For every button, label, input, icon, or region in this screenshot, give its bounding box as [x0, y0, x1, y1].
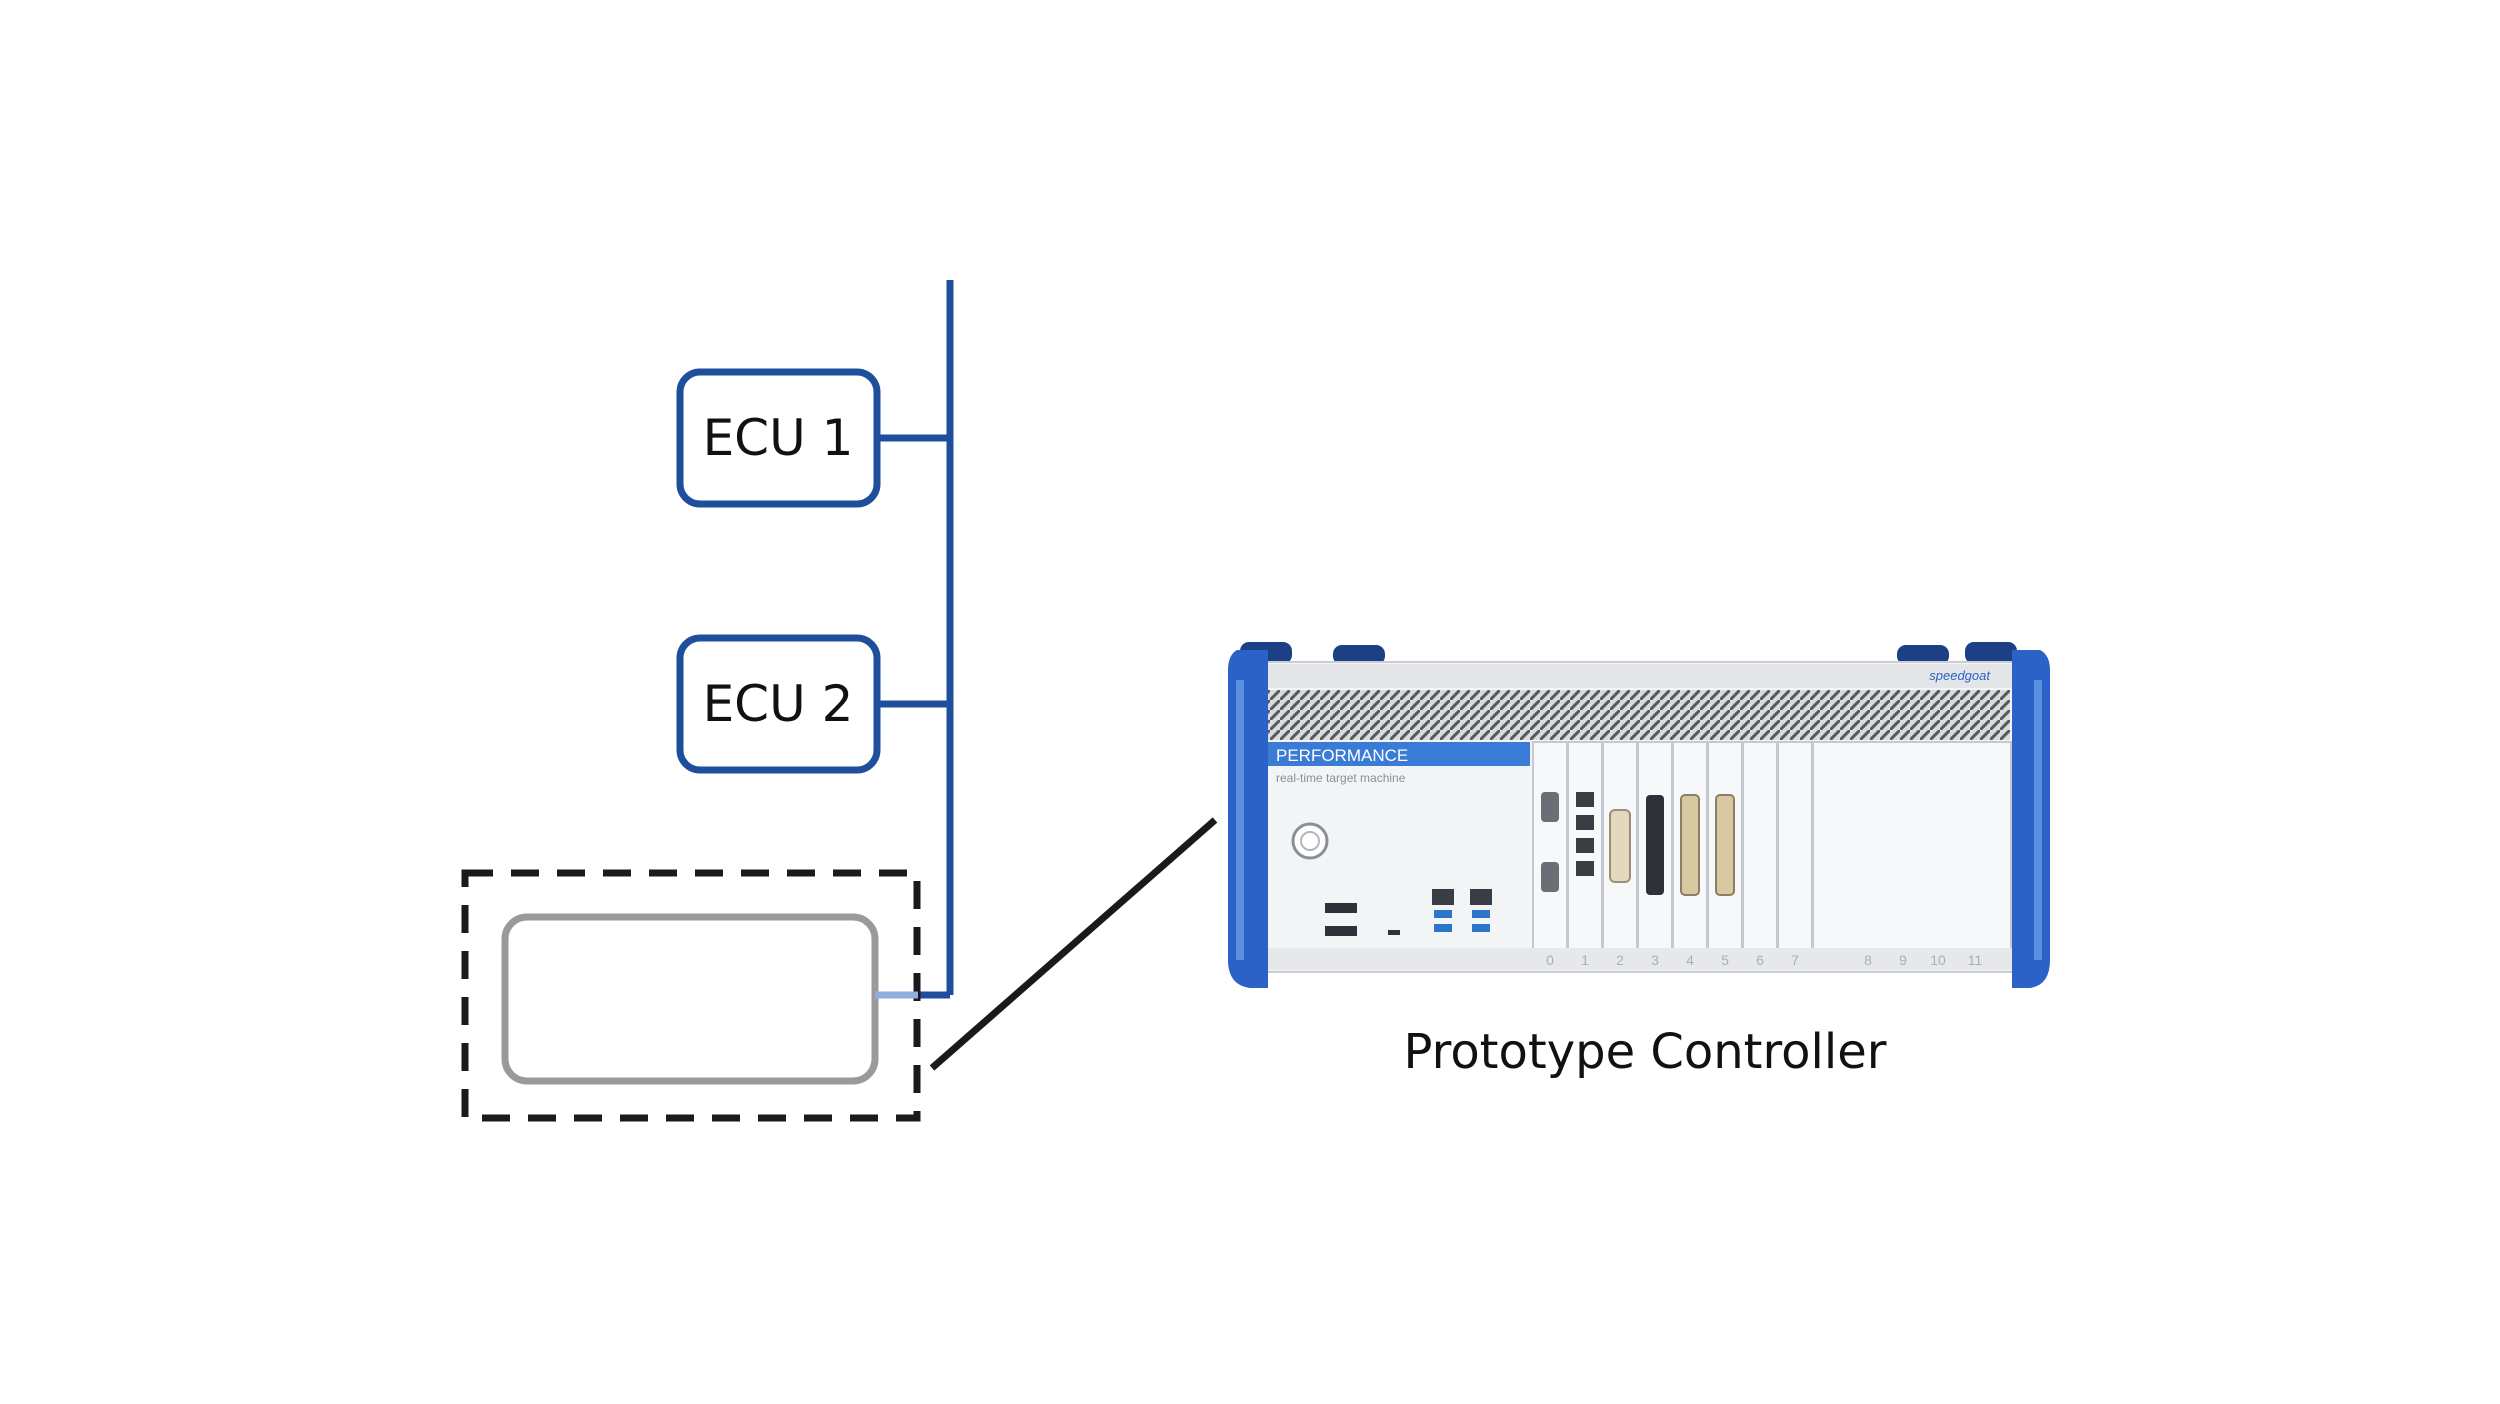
- performance-badge: [1268, 742, 1530, 766]
- usb-c-port: [1388, 930, 1400, 935]
- top-knob: [1965, 642, 2017, 664]
- rj45-connector: [1576, 815, 1594, 830]
- slot-numbers: 0 1 2 3 4 5 6 7 8 9 10 11: [1546, 952, 1982, 968]
- ethernet-port: [1470, 889, 1492, 905]
- svg-text:2: 2: [1616, 952, 1624, 968]
- hdmi-port: [1325, 926, 1357, 936]
- rj45-connector: [1576, 861, 1594, 876]
- ecu-1-label: ECU 1: [703, 409, 854, 467]
- device-caption: Prototype Controller: [1404, 1024, 1887, 1080]
- usb-port: [1434, 910, 1452, 918]
- io-slots: [1532, 741, 2012, 951]
- usb-port: [1472, 924, 1490, 932]
- placeholder-ecu-node[interactable]: [501, 913, 879, 1085]
- svg-text:4: 4: [1686, 952, 1694, 968]
- left-handle: [1228, 650, 1268, 988]
- svg-text:9: 9: [1899, 952, 1907, 968]
- ecu-2-node[interactable]: ECU 2: [676, 634, 881, 774]
- serial-connector: [1541, 792, 1559, 822]
- usb-port: [1472, 910, 1490, 918]
- svg-text:1: 1: [1581, 952, 1589, 968]
- power-button-inner: [1300, 831, 1320, 851]
- device-bottom-strip: [1258, 948, 2022, 970]
- hdmi-port: [1325, 903, 1357, 913]
- ecu-1-node[interactable]: ECU 1: [676, 368, 881, 508]
- rj45-connector: [1576, 838, 1594, 853]
- scsi-connector: [1646, 795, 1664, 895]
- power-button: [1291, 822, 1329, 860]
- scsi-connector: [1715, 794, 1735, 896]
- dsub-connector: [1609, 809, 1631, 883]
- device-top-strip: [1258, 664, 2022, 688]
- rj45-connector: [1576, 792, 1594, 807]
- device-brand: speedgoat: [1929, 668, 1991, 683]
- svg-text:3: 3: [1651, 952, 1659, 968]
- prototype-controller-device: speedgoat PERFORMANCE real-time target m…: [1228, 642, 2050, 988]
- svg-text:6: 6: [1756, 952, 1764, 968]
- device-subtitle: real-time target machine: [1276, 771, 1406, 785]
- scsi-connector: [1680, 794, 1700, 896]
- svg-text:7: 7: [1791, 952, 1799, 968]
- ecu-2-label: ECU 2: [703, 675, 854, 733]
- performance-label: PERFORMANCE: [1276, 746, 1408, 765]
- device-link-line: [929, 817, 1218, 1071]
- right-handle: [2012, 650, 2050, 988]
- svg-text:5: 5: [1721, 952, 1729, 968]
- svg-text:0: 0: [1546, 952, 1554, 968]
- svg-text:10: 10: [1930, 952, 1946, 968]
- ethernet-port: [1432, 889, 1454, 905]
- top-knob: [1897, 645, 1949, 665]
- svg-text:8: 8: [1864, 952, 1872, 968]
- usb-port: [1434, 924, 1452, 932]
- svg-text:11: 11: [1968, 952, 1983, 968]
- left-handle-highlight: [1236, 680, 1244, 960]
- top-knob: [1333, 645, 1385, 665]
- vent-grille: [1268, 690, 2010, 740]
- serial-connector: [1541, 862, 1559, 892]
- right-handle-highlight: [2034, 680, 2042, 960]
